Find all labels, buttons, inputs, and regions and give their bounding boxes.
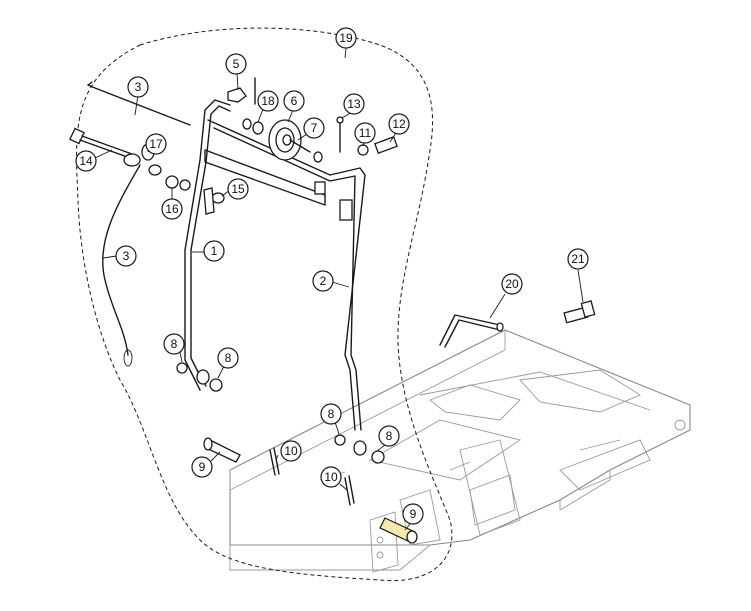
- callout-8-b: 8: [217, 347, 239, 369]
- svg-text:8: 8: [225, 351, 232, 365]
- callout-13: 13: [343, 93, 365, 115]
- svg-text:11: 11: [359, 126, 372, 140]
- assembly-boundary: [76, 27, 453, 582]
- callout-18: 18: [257, 90, 279, 112]
- callout-8-d: 8: [378, 425, 400, 447]
- callout-8-a: 8: [163, 333, 185, 355]
- frame: [229, 329, 691, 573]
- svg-text:15: 15: [231, 182, 245, 196]
- callout-9-b: 9: [402, 503, 424, 525]
- svg-text:6: 6: [291, 94, 298, 108]
- callout-9-a: 9: [191, 456, 213, 478]
- svg-text:8: 8: [386, 429, 393, 443]
- callout-14: 14: [75, 150, 97, 172]
- callout-2: 2: [312, 270, 334, 292]
- callout-3: 3: [115, 245, 137, 267]
- callout-10-a: 10: [280, 440, 302, 462]
- svg-text:3: 3: [123, 249, 130, 263]
- callout-4: 3: [127, 76, 149, 98]
- callout-20: 20: [501, 273, 523, 295]
- callout-8-c: 8: [320, 403, 342, 425]
- svg-text:2: 2: [320, 274, 327, 288]
- svg-text:1: 1: [211, 244, 218, 258]
- callout-5: 5: [225, 53, 247, 75]
- svg-text:9: 9: [199, 460, 206, 474]
- svg-text:16: 16: [165, 202, 179, 216]
- callout-10-b: 10: [320, 466, 342, 488]
- callout-19: 19: [335, 27, 357, 49]
- svg-text:14: 14: [79, 154, 93, 168]
- svg-text:8: 8: [171, 337, 178, 351]
- svg-text:10: 10: [284, 444, 298, 458]
- callout-6: 6: [283, 90, 305, 112]
- svg-text:3: 3: [135, 80, 142, 94]
- svg-text:13: 13: [347, 97, 361, 111]
- svg-text:17: 17: [149, 137, 163, 151]
- callout-21: 21: [567, 248, 589, 270]
- svg-text:10: 10: [324, 470, 338, 484]
- callout-11: 11: [354, 122, 376, 144]
- svg-text:19: 19: [339, 31, 353, 45]
- hardware: [69, 81, 596, 544]
- callout-12: 12: [388, 113, 410, 135]
- svg-text:18: 18: [261, 94, 275, 108]
- callout-15: 15: [227, 178, 249, 200]
- handle-frame: [184, 99, 366, 431]
- svg-text:12: 12: [392, 117, 406, 131]
- svg-text:5: 5: [233, 57, 240, 71]
- callout-1: 1: [203, 240, 225, 262]
- callout-7: 7: [303, 117, 325, 139]
- svg-text:21: 21: [571, 252, 585, 266]
- svg-text:9: 9: [410, 507, 417, 521]
- svg-text:20: 20: [505, 277, 519, 291]
- callout-16: 16: [161, 198, 183, 220]
- callout-17: 17: [145, 133, 167, 155]
- svg-text:8: 8: [328, 407, 335, 421]
- callouts: 3 5 18 6 7 13 12 11: [75, 27, 589, 525]
- svg-text:7: 7: [311, 121, 318, 135]
- pulley: [227, 77, 344, 163]
